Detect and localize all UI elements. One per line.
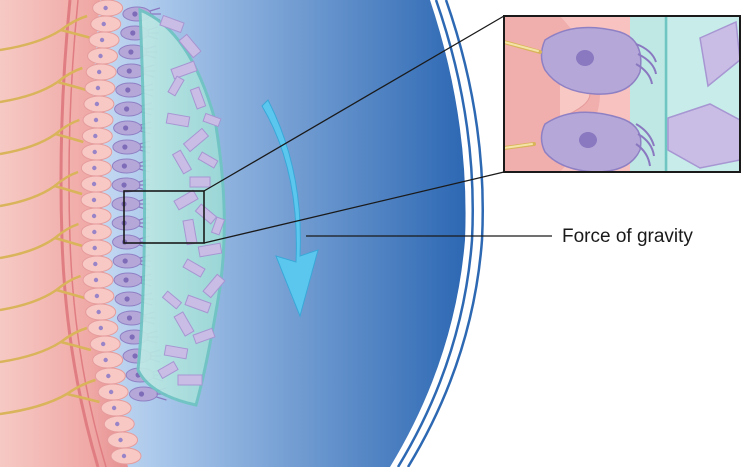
supporting-cell-nucleus xyxy=(98,54,102,58)
hair-cell-nucleus xyxy=(132,353,137,358)
supporting-cell-nucleus xyxy=(103,358,107,362)
supporting-cell-nucleus xyxy=(95,102,99,106)
supporting-cell-nucleus xyxy=(106,374,110,378)
supporting-cell-nucleus xyxy=(92,230,96,234)
hair-cell-nucleus xyxy=(127,68,132,73)
supporting-cell-nucleus xyxy=(92,198,96,202)
supporting-cell-nucleus xyxy=(94,118,98,122)
supporting-cell-nucleus xyxy=(94,278,98,282)
force-of-gravity-label: Force of gravity xyxy=(562,226,693,248)
magnified-inset xyxy=(504,16,740,172)
supporting-cell-nucleus xyxy=(103,6,107,10)
supporting-cell-nucleus xyxy=(96,310,100,314)
hair-cell-nucleus xyxy=(124,296,129,301)
supporting-cell-nucleus xyxy=(115,422,119,426)
supporting-cell-nucleus xyxy=(92,214,96,218)
supporting-cell-nucleus xyxy=(122,454,126,458)
supporting-cell-nucleus xyxy=(101,342,105,346)
hair-cell-nucleus xyxy=(121,182,126,187)
hair-cell-nucleus xyxy=(123,125,128,130)
hair-cell-nucleus xyxy=(139,391,144,396)
otolith-crystal xyxy=(190,177,210,187)
hair-cell-nucleus xyxy=(122,163,127,168)
supporting-cell-nucleus xyxy=(92,182,96,186)
supporting-cell-nucleus xyxy=(112,406,116,410)
supporting-cell-nucleus xyxy=(118,438,122,442)
supporting-cell-nucleus xyxy=(93,134,97,138)
hair-cell-nucleus xyxy=(125,87,130,92)
supporting-cell-nucleus xyxy=(93,150,97,154)
supporting-cell-nucleus xyxy=(109,390,113,394)
supporting-cell-nucleus xyxy=(93,262,97,266)
hair-cell-nucleus xyxy=(124,106,129,111)
supporting-cell-nucleus xyxy=(93,246,97,250)
supporting-cell-nucleus xyxy=(95,294,99,298)
supporting-cell-nucleus xyxy=(97,70,101,74)
supporting-cell-nucleus xyxy=(92,166,96,170)
hair-cell-nucleus xyxy=(123,277,128,282)
supporting-cell-nucleus xyxy=(102,22,106,26)
supporting-cell-nucleus xyxy=(99,326,103,330)
hair-cell-nucleus xyxy=(127,315,132,320)
hair-cell-nucleus xyxy=(130,30,135,35)
hair-cell-nucleus xyxy=(130,334,135,339)
supporting-cell-nucleus xyxy=(100,38,104,42)
supporting-cell-nucleus xyxy=(96,86,100,90)
otolith-crystal xyxy=(178,375,202,385)
hair-cell-nucleus xyxy=(128,49,133,54)
hair-cell-nucleus xyxy=(132,11,137,16)
hair-cell-nucleus xyxy=(122,144,127,149)
hair-cell-nucleus xyxy=(123,258,128,263)
